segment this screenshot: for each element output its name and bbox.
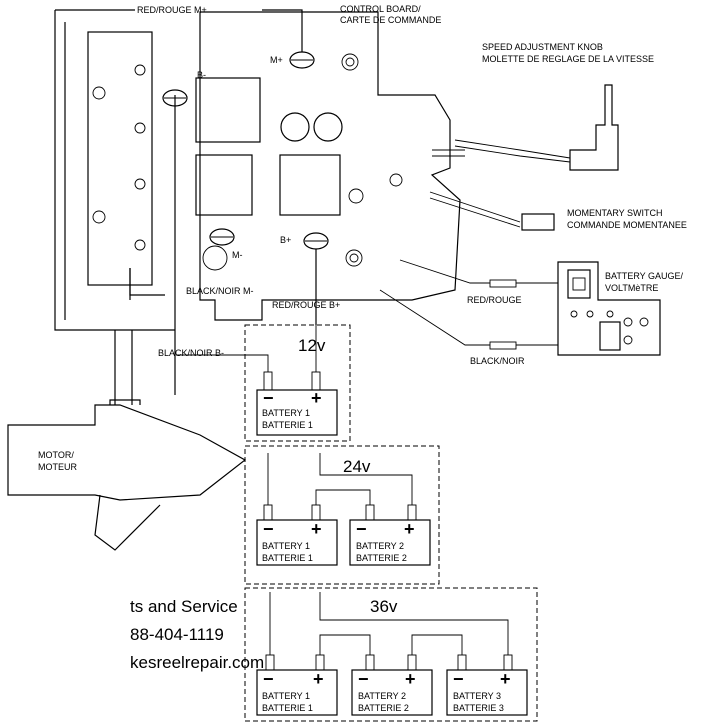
- config-12v: 12v − + BATTERY 1 BATTERIE 1: [176, 324, 351, 442]
- neg-terminal-sign: −: [453, 669, 464, 689]
- battery-36v-1: − + BATTERY 1 BATTERIE 1: [256, 654, 338, 716]
- label-control-board-1: CONTROL BOARD/: [340, 4, 421, 14]
- label-m-minus: M-: [232, 250, 243, 260]
- label-b-plus: B+: [280, 235, 291, 245]
- pos-terminal-sign: +: [311, 388, 322, 408]
- battery-label-1: BATTERY 2: [358, 691, 406, 701]
- label-battery-gauge-2: VOLTMèTRE: [605, 283, 658, 293]
- stud-m-minus: [209, 228, 235, 246]
- battery-label-1: BATTERY 2: [356, 541, 404, 551]
- momentary-switch: [429, 191, 555, 231]
- battery-label-1: BATTERY 1: [262, 691, 310, 701]
- voltage-label-36v: 36v: [370, 597, 398, 616]
- battery-label-2: BATTERIE 1: [262, 553, 313, 563]
- config-36v: 36v − + BATTERY 1 BATTERIE 1 − + BATTERY…: [244, 587, 538, 722]
- battery-label-1: BATTERY 3: [453, 691, 501, 701]
- stud-b-plus: [303, 232, 329, 250]
- label-speed-knob-1: SPEED ADJUSTMENT KNOB: [482, 42, 603, 52]
- battery-leads: [129, 249, 317, 325]
- battery-36v-2: − + BATTERY 2 BATTERIE 2: [351, 654, 433, 716]
- terminal-strip: [87, 31, 153, 286]
- service-info: ts and Service 88-404-1119 kesreelrepair…: [130, 597, 264, 672]
- battery-label-2: BATTERIE 3: [453, 703, 504, 713]
- label-red-rouge: RED/ROUGE: [467, 295, 522, 305]
- battery-24v-1: − + BATTERY 1 BATTERIE 1: [256, 504, 338, 566]
- neg-terminal-sign: −: [263, 388, 274, 408]
- neg-terminal-sign: −: [358, 669, 369, 689]
- label-black-noir-m-minus: BLACK/NOIR M-: [186, 286, 254, 296]
- pos-terminal-sign: +: [500, 669, 511, 689]
- gauge-leads: [379, 259, 558, 350]
- label-battery-gauge-1: BATTERY GAUGE/: [605, 271, 684, 281]
- pos-terminal-sign: +: [313, 669, 324, 689]
- motor-head-wiring: [54, 9, 303, 395]
- label-control-board-2: CARTE DE COMMANDE: [340, 15, 441, 25]
- battery-label-2: BATTERIE 2: [356, 553, 407, 563]
- voltage-label-12v: 12v: [298, 336, 326, 355]
- label-black-noir-b-minus: BLACK/NOIR B-: [158, 348, 224, 358]
- label-b-minus: B-: [197, 70, 206, 80]
- service-line-3: kesreelrepair.com: [130, 653, 264, 672]
- label-motor-1: MOTOR/: [38, 450, 74, 460]
- battery-gauge: [557, 261, 661, 356]
- voltage-label-24v: 24v: [343, 457, 371, 476]
- battery-label-1: BATTERY 1: [262, 408, 310, 418]
- label-motor-2: MOTEUR: [38, 462, 77, 472]
- battery-label-2: BATTERIE 1: [262, 420, 313, 430]
- label-momentary-1: MOMENTARY SWITCH: [567, 208, 663, 218]
- service-line-1: ts and Service: [130, 597, 238, 616]
- config-24v: 24v − + BATTERY 1 BATTERIE 1 − + BATTERY…: [244, 445, 440, 585]
- battery-label-1: BATTERY 1: [262, 541, 310, 551]
- battery-36v-3: − + BATTERY 3 BATTERIE 3: [446, 654, 528, 716]
- label-m-plus: M+: [270, 55, 283, 65]
- battery-12v-1: − + BATTERY 1 BATTERIE 1: [256, 371, 338, 436]
- battery-24v-2: − + BATTERY 2 BATTERIE 2: [349, 504, 431, 566]
- label-red-m-plus: RED/ROUGE M+: [137, 5, 207, 15]
- neg-terminal-sign: −: [263, 669, 274, 689]
- pos-terminal-sign: +: [405, 669, 416, 689]
- speed-knob: [454, 84, 619, 171]
- label-momentary-2: COMMANDE MOMENTANEE: [567, 220, 687, 230]
- label-red-rouge-b-plus: RED/ROUGE B+: [272, 300, 340, 310]
- label-black-noir: BLACK/NOIR: [470, 356, 525, 366]
- motor: [7, 330, 247, 551]
- stud-m-plus: [289, 51, 315, 69]
- pos-terminal-sign: +: [404, 519, 415, 539]
- service-line-2: 88-404-1119: [130, 625, 224, 644]
- neg-terminal-sign: −: [263, 519, 274, 539]
- label-speed-knob-2: MOLETTE DE REGLAGE DE LA VITESSE: [482, 54, 654, 64]
- neg-terminal-sign: −: [356, 519, 367, 539]
- battery-label-2: BATTERIE 1: [262, 703, 313, 713]
- pos-terminal-sign: +: [311, 519, 322, 539]
- stud-b-minus: [162, 89, 188, 107]
- control-board: [195, 11, 465, 321]
- battery-label-2: BATTERIE 2: [358, 703, 409, 713]
